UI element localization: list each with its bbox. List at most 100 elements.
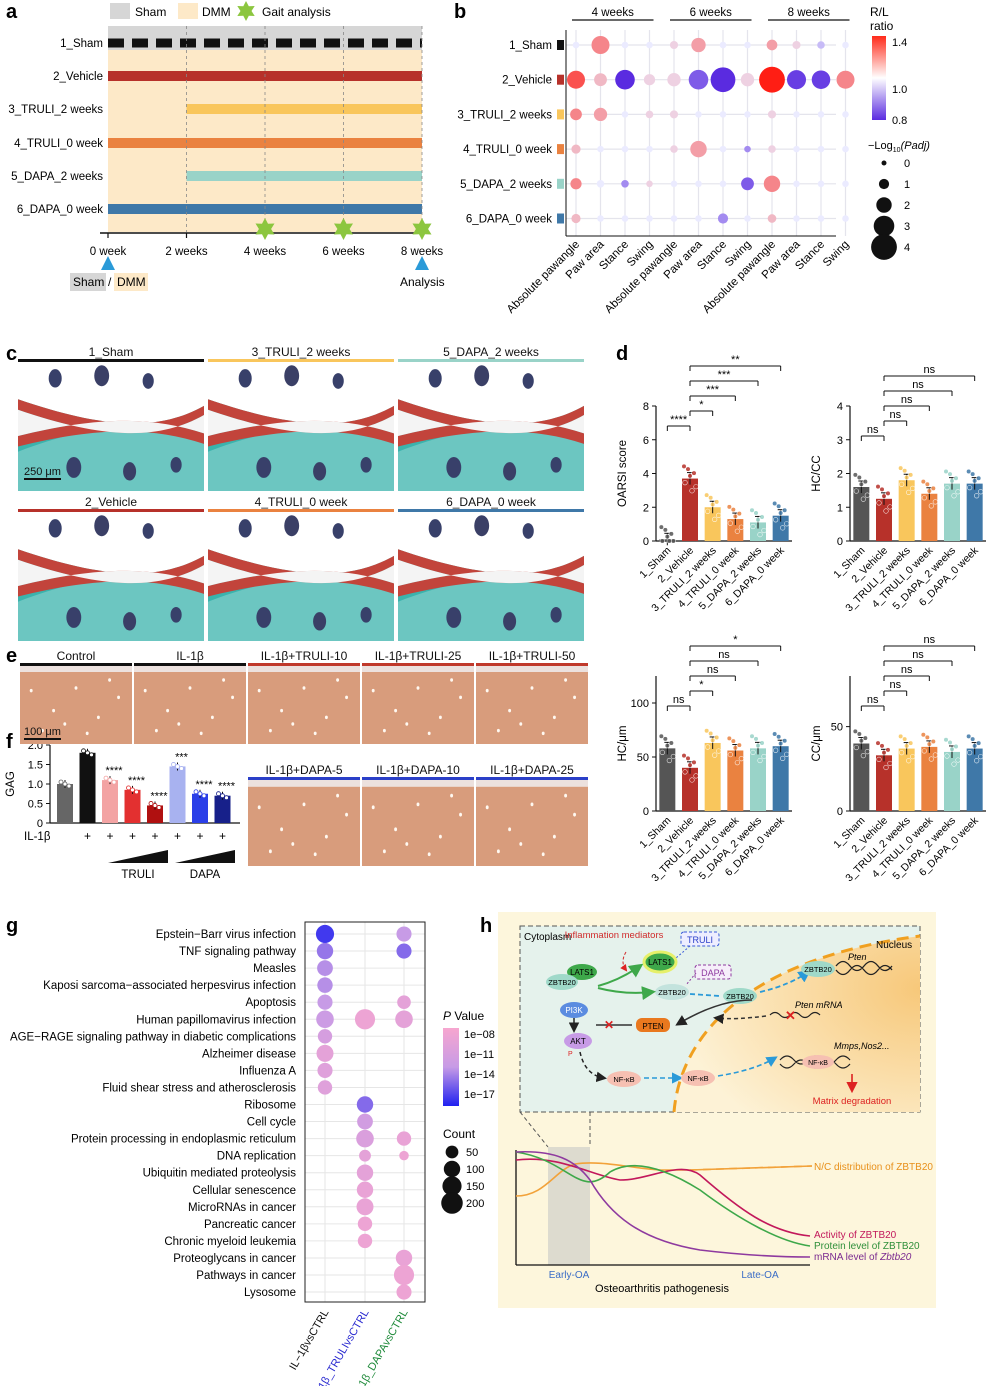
pathway-dot (396, 926, 412, 942)
group-color-bar (362, 777, 474, 780)
dot-r1-c3 (643, 74, 656, 86)
data-point (926, 488, 932, 494)
panel-letter-g: g (6, 915, 18, 937)
data-point (103, 775, 109, 781)
data-point (681, 463, 687, 470)
dapa-box (694, 964, 732, 980)
data-point (716, 748, 722, 754)
data-point (708, 495, 714, 501)
histology-image (362, 778, 474, 866)
group-color-bar (362, 663, 474, 666)
nfkb-nuclear-arrow (717, 1056, 778, 1077)
histology-title: IL-1β (134, 648, 246, 664)
data-point (856, 731, 862, 737)
data-point (216, 791, 221, 797)
ratio-legend-sub: ratio (870, 19, 894, 33)
histology-image (362, 664, 474, 744)
y-tick-label: 50 (831, 722, 843, 734)
dot-r5-c9 (793, 215, 800, 222)
data-point (883, 764, 889, 771)
data-point (152, 803, 158, 808)
late-oa-label: Late-OA (741, 1270, 779, 1281)
data-point (670, 753, 676, 760)
y-tick-label: 6 (643, 435, 649, 447)
sig-label: **** (150, 790, 168, 802)
data-point (943, 737, 949, 743)
data-point (864, 492, 870, 498)
mrna-block-icon: ✕ (785, 1008, 796, 1023)
data-point (852, 472, 858, 478)
protein-label: Protein level of ZBTB20 (814, 1241, 920, 1252)
data-point (734, 760, 740, 766)
data-point (926, 741, 932, 747)
il1b-plus: + (106, 829, 113, 843)
data-point (921, 495, 927, 501)
nfkb-bubble-cyto (607, 1071, 641, 1087)
data-point (932, 752, 938, 758)
data-point (947, 739, 953, 746)
row-color-swatch (557, 74, 564, 85)
group-color-bar (398, 509, 584, 512)
sig-label: ns (901, 394, 913, 406)
pten-synthesis-arrow (675, 999, 753, 1026)
data-point (89, 752, 94, 758)
mmps-label: Mmps,Nos2... (834, 1041, 890, 1051)
y-tick-label: 4 (643, 469, 649, 481)
dot-r0-c3 (646, 41, 653, 49)
bar (750, 748, 766, 811)
pathway-dot (397, 995, 411, 1010)
histology-cartilage-0: Control (20, 648, 132, 744)
pathway-dot (356, 1164, 374, 1181)
dot-r1-c5 (688, 69, 709, 90)
pathway-dot (316, 1010, 334, 1029)
histology-joint-3: 2_Vehicle (18, 494, 204, 641)
data-point (750, 749, 756, 756)
dot-r1-c1 (594, 73, 607, 87)
data-point (736, 511, 742, 517)
y-axis-label: GAG (5, 771, 17, 797)
data-point (858, 738, 864, 744)
sig-label: ns (924, 634, 936, 646)
pten-gene-label: Pten (848, 952, 867, 962)
h-xaxis-label: Osteoarthritis pathogenesis (595, 1283, 729, 1295)
panel-letter-d: d (616, 343, 628, 365)
dot-r2-c11 (842, 111, 849, 118)
dot-r0-c10 (817, 41, 825, 49)
data-point (853, 744, 859, 751)
histology-cartilage-2: IL-1β+TRULI-10 (248, 648, 360, 744)
sig-label: **** (218, 781, 236, 793)
cartilage-section-art (362, 778, 474, 866)
data-point (885, 490, 891, 497)
bar (704, 742, 721, 811)
bar (169, 766, 186, 823)
data-point (951, 493, 957, 499)
data-point (738, 524, 744, 530)
data-point (710, 501, 716, 508)
y-tick-label: 0 (837, 806, 843, 818)
pathway-dot (359, 1149, 371, 1162)
pathway-label: Kaposi sarcoma−associated herpesvirus in… (43, 980, 296, 992)
data-point (687, 473, 693, 479)
dot-r3-c4 (670, 145, 678, 153)
bar (921, 746, 938, 811)
data-point (148, 801, 154, 806)
nc-distribution-label: N/C distribution of ZBTB20 (814, 1162, 933, 1173)
data-point (81, 748, 86, 754)
histology-title: IL-1β+DAPA-5 (248, 762, 360, 778)
pathway-dot (357, 1216, 373, 1232)
data-point (949, 478, 955, 484)
pathway-label: Alzheimer disease (202, 1048, 296, 1060)
data-point (193, 789, 199, 795)
data-point (780, 525, 786, 531)
group-color-bar (208, 509, 394, 512)
data-point (782, 738, 788, 744)
dot-r2-c9 (793, 111, 800, 118)
timeline-group-label: 4_TRULI_0 week (14, 138, 103, 150)
size-legend-label: 1 (904, 179, 910, 191)
data-point (898, 465, 904, 471)
data-point (902, 736, 908, 742)
histology-image (476, 664, 588, 744)
